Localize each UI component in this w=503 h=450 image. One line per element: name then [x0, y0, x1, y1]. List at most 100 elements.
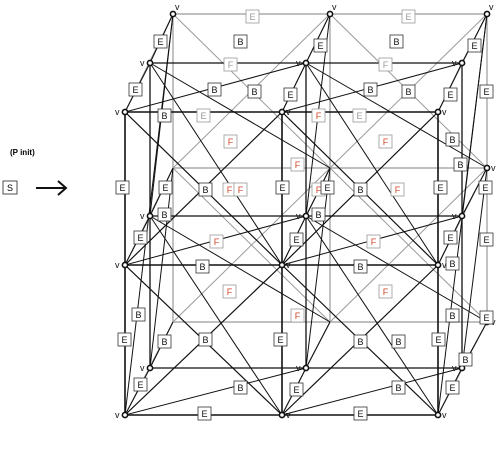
- vertex-node: [459, 213, 464, 218]
- vertex-label: v: [442, 107, 447, 117]
- label-box-face: F: [224, 58, 237, 71]
- label-box-body: B: [234, 381, 247, 394]
- svg-text:F: F: [228, 137, 234, 147]
- vertex-node: [279, 412, 284, 417]
- vertex-node: [435, 412, 440, 417]
- start-node-label: S: [7, 183, 13, 193]
- svg-text:B: B: [211, 85, 217, 95]
- svg-text:B: B: [405, 87, 411, 97]
- svg-text:B: B: [395, 383, 401, 393]
- svg-text:E: E: [293, 385, 299, 395]
- vertex-node: [279, 109, 284, 114]
- label-box-edge: E: [197, 109, 210, 122]
- vertex-label: v: [296, 211, 301, 221]
- svg-text:E: E: [435, 335, 441, 345]
- label-box-body: B: [132, 308, 145, 321]
- svg-text:E: E: [317, 41, 323, 51]
- svg-text:E: E: [277, 335, 283, 345]
- svg-text:E: E: [137, 233, 143, 243]
- svg-text:E: E: [437, 183, 443, 193]
- label-box-face: F: [224, 135, 237, 148]
- svg-text:B: B: [357, 185, 363, 195]
- svg-text:F: F: [228, 60, 234, 70]
- label-box-body: B: [354, 260, 367, 273]
- svg-text:F: F: [238, 185, 244, 195]
- svg-text:B: B: [251, 87, 257, 97]
- label-box-body: B: [248, 85, 261, 98]
- label-box-edge: E: [246, 10, 259, 23]
- label-box-edge: E: [134, 378, 147, 391]
- vertex-label: v: [140, 211, 145, 221]
- label-box-edge: E: [284, 88, 297, 101]
- label-box-body: B: [446, 257, 459, 270]
- label-box-edge: E: [118, 333, 131, 346]
- label-box-body: B: [392, 381, 405, 394]
- label-box-edge: E: [446, 381, 459, 394]
- svg-text:F: F: [295, 311, 301, 321]
- svg-text:F: F: [383, 287, 389, 297]
- label-box-edge: E: [129, 83, 142, 96]
- mid-link: [462, 14, 487, 63]
- label-box-edge: E: [116, 181, 129, 194]
- svg-text:F: F: [395, 185, 401, 195]
- label-box-edge: E: [402, 10, 415, 23]
- svg-text:E: E: [483, 87, 489, 97]
- svg-text:E: E: [449, 383, 455, 393]
- svg-text:B: B: [449, 135, 455, 145]
- vertex-node: [122, 262, 127, 267]
- svg-text:B: B: [161, 337, 167, 347]
- vertex-node: [147, 60, 152, 65]
- label-box-face: F: [379, 58, 392, 71]
- vertex-label: v: [296, 58, 301, 68]
- vertex-node: [147, 213, 152, 218]
- svg-text:E: E: [356, 111, 362, 121]
- vertex-label: v: [491, 163, 496, 173]
- vertex-label: v: [175, 2, 180, 12]
- label-box-body: B: [208, 83, 221, 96]
- vertex-node: [484, 165, 489, 170]
- label-box-edge: E: [276, 181, 289, 194]
- svg-text:B: B: [202, 185, 208, 195]
- label-box-face: F: [379, 285, 392, 298]
- mid-link: [306, 216, 487, 322]
- svg-text:B: B: [161, 111, 167, 121]
- label-box-edge: E: [290, 233, 303, 246]
- svg-text:E: E: [119, 183, 125, 193]
- vertex-node: [303, 213, 308, 218]
- vertex-node: [484, 11, 489, 16]
- transition-arrow-icon: [36, 181, 66, 195]
- label-box-body: B: [199, 333, 212, 346]
- mid-link: [306, 322, 330, 368]
- label-box-body: B: [354, 183, 367, 196]
- svg-text:E: E: [405, 12, 411, 22]
- svg-text:E: E: [279, 183, 285, 193]
- label-box-face: F: [391, 183, 404, 196]
- vertex-label: v: [140, 58, 145, 68]
- mid-link: [150, 216, 330, 322]
- svg-text:E: E: [357, 409, 363, 419]
- svg-text:B: B: [237, 383, 243, 393]
- vertex-node: [122, 412, 127, 417]
- vertex-label: v: [452, 58, 457, 68]
- vertex-label: v: [489, 2, 494, 12]
- svg-text:E: E: [293, 235, 299, 245]
- svg-text:F: F: [383, 60, 389, 70]
- svg-text:E: E: [482, 183, 488, 193]
- svg-text:B: B: [357, 337, 363, 347]
- vertex-node: [170, 11, 175, 16]
- svg-text:B: B: [367, 85, 373, 95]
- vertex-label: v: [115, 107, 120, 117]
- label-box-body: B: [454, 158, 467, 171]
- mid-link: [125, 368, 306, 415]
- label-box-edge: E: [434, 181, 447, 194]
- label-box-face: F: [210, 235, 223, 248]
- vertex-node: [435, 109, 440, 114]
- svg-text:F: F: [227, 287, 233, 297]
- mid-link: [462, 168, 487, 368]
- vertex-node: [459, 60, 464, 65]
- svg-text:B: B: [199, 262, 205, 272]
- label-box-body: B: [196, 260, 209, 273]
- svg-text:B: B: [457, 160, 463, 170]
- label-box-body: B: [459, 353, 472, 366]
